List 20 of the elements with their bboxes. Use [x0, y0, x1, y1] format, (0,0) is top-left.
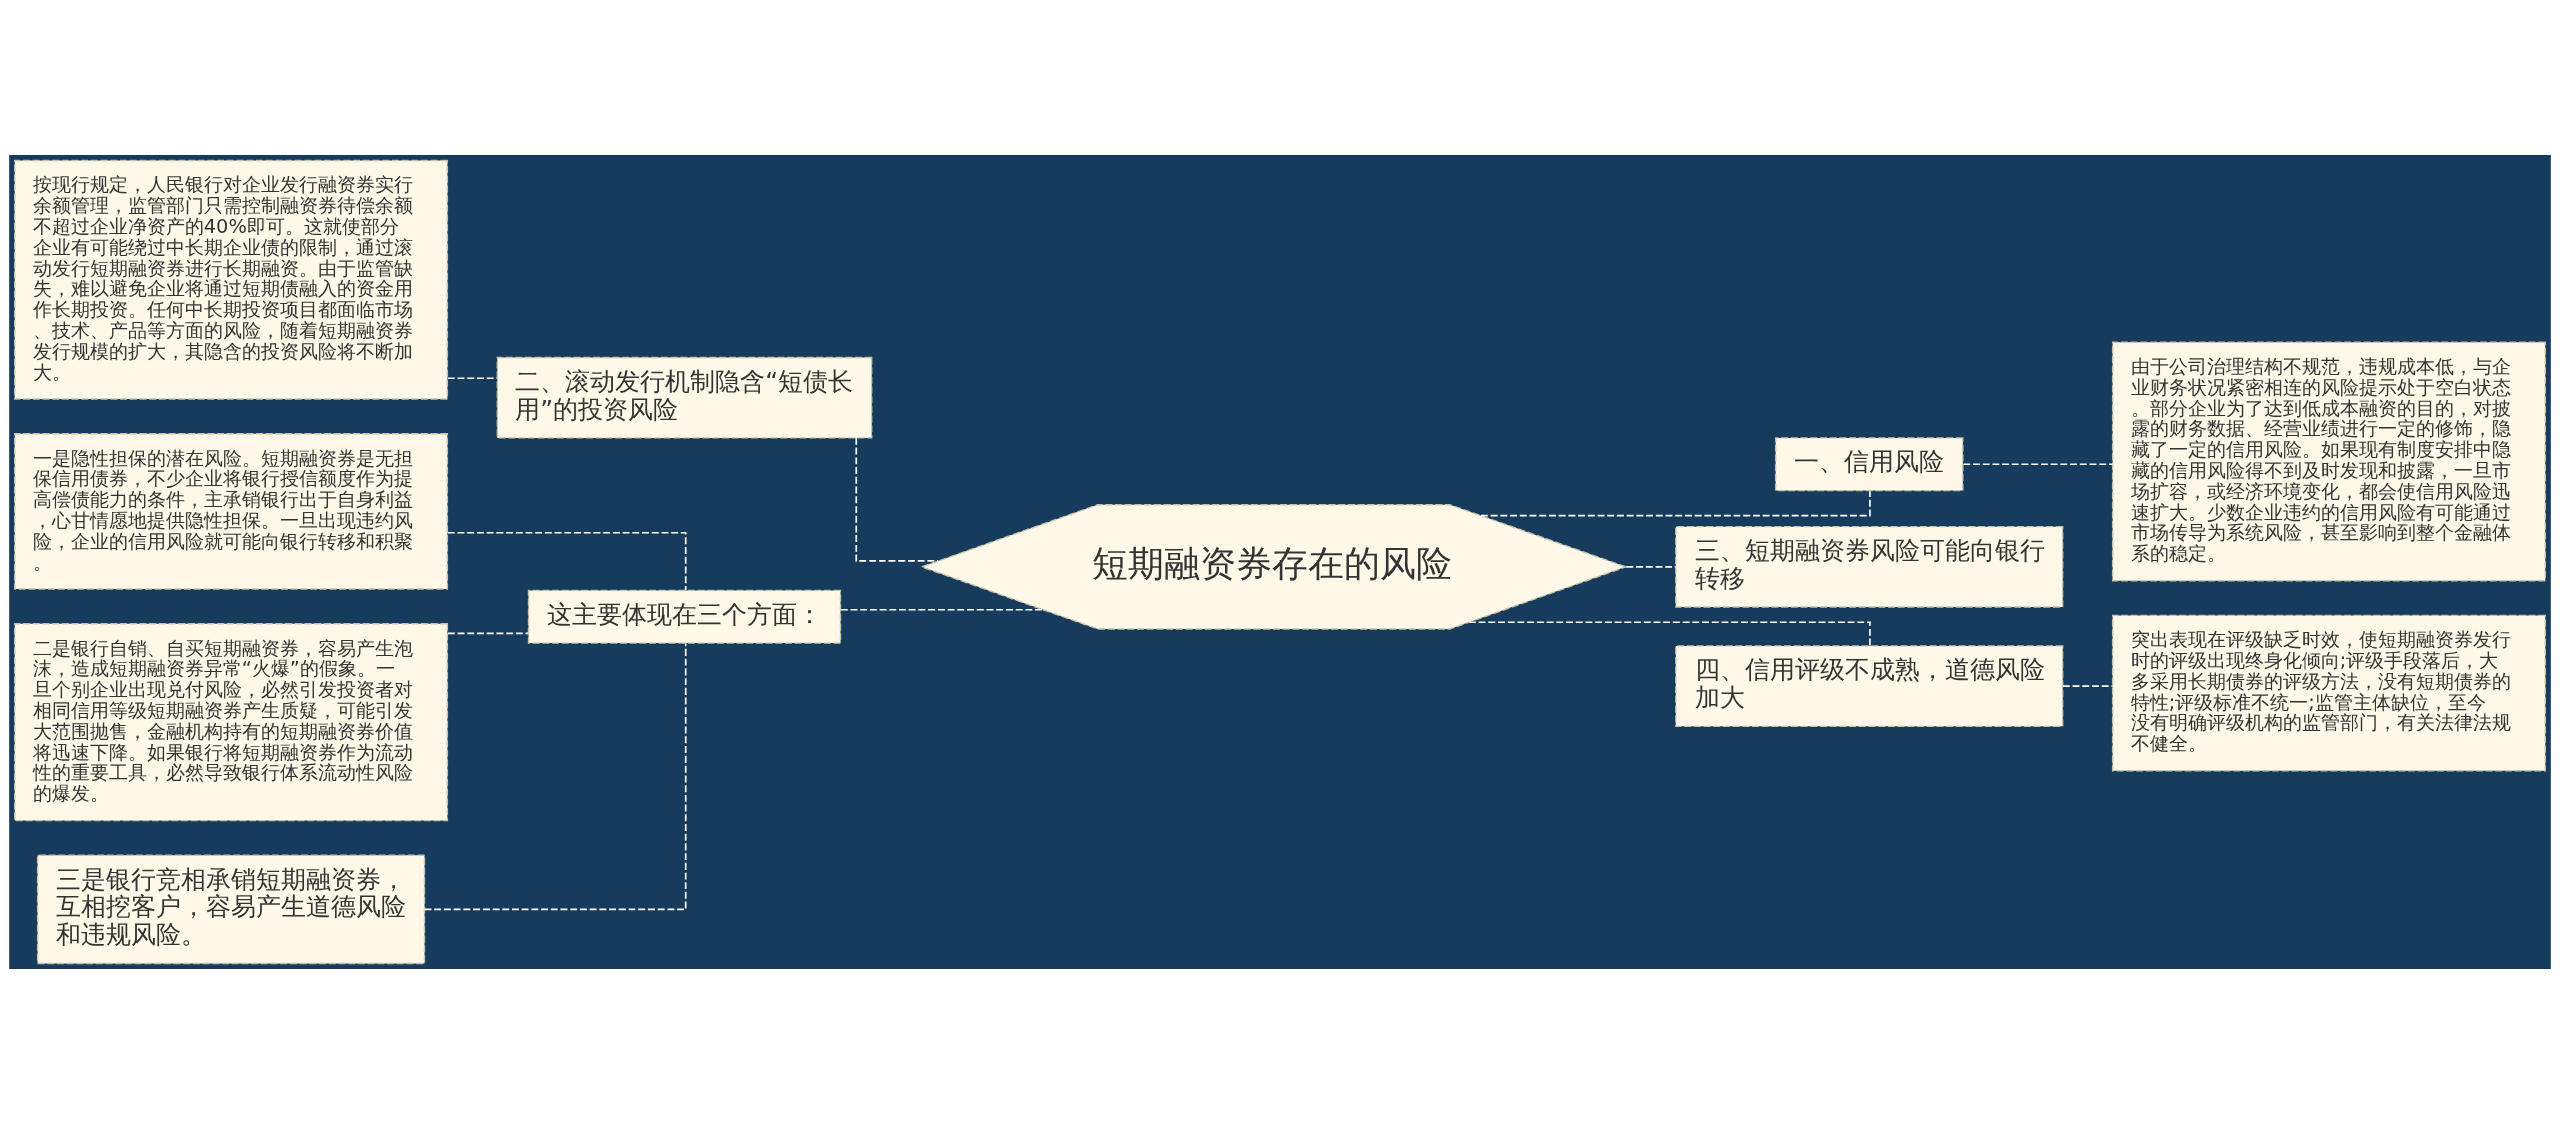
- connector: [840, 608, 1044, 611]
- node-box: 一是隐性担保的潜在风险。短期融资券是无担保信用债券，不少企业将银行授信额度作为提高偿债能力的条件，主承销银行出于自身利益，心甘情愿地提供隐性担保。一旦出现违约风险，企业的信用风险就可能向银行转移和积聚。: [14, 433, 449, 590]
- node-box: 三是银行竞相承销短期融资券，互相挖客户，容易产生道德风险和违规风险。: [36, 854, 426, 965]
- node-box: 由于公司治理结构不规范，违规成本低，与企业财务状况紧密相连的风险提示处于空白状态。部分企业为了达到低成本融资的目的，对披露的财务数据、经营业绩进行一定的修饰，隐藏了一定的信用风险。如果现有制度安排中隐藏的信用风险得不到及时发现和披露，一旦市场扩容，或经济环境变化，都会使信用风险迅速扩大。少数企业违约的信用风险有可能通过市场传导为系统风险，甚至影响到整个金融体系的稳定。: [2111, 341, 2546, 582]
- connector: [446, 531, 687, 591]
- connector: [855, 437, 940, 562]
- node-box: 按现行规定，人民银行对企业发行融资券实行余额管理，监管部门只需控制融资券待偿余额不超过企业净资产的40%即可。这就使部分企业有可能绕过中长期企业债的限制，通过滚动发行短期融资券进行长期融资。由于监管缺失，难以避免企业将通过短期债融入的资金用作长期投资。任何中长期投资项目都面临市场、技术、产品等方面的风险，随着短期融资券发行规模的扩大，其隐含的投资风险将不断加大。: [14, 159, 449, 400]
- node-box: 这主要体现在三个方面：: [527, 589, 842, 644]
- node-box: 一、信用风险: [1774, 437, 1964, 492]
- connector: [1625, 566, 1677, 568]
- connector: [423, 642, 687, 911]
- node-box: 三、短期融资券风险可能向银行转移: [1675, 525, 2064, 608]
- connector: [447, 632, 529, 635]
- node-box: 四、信用评级不成熟，道德风险加大: [1675, 645, 2064, 728]
- node-box: 二是银行自销、自买短期融资券，容易产生泡沫，造成短期融资券异常“火爆”的假象。一旦个别企业出现兑付风险，必然引发投资者对相同信用等级短期融资券产生质疑，可能引发大范围抛售，金融机构持有的短期融资券价值将迅速下降。如果银行将短期融资券作为流动性的重要工具，必然导致银行体系流动性风险的爆发。: [14, 623, 449, 822]
- connector: [2062, 685, 2114, 687]
- node-box: 突出表现在评级缺乏时效，使短期融资券发行时的评级出现终身化倾向;评级手段落后，大多采用长期债券的评级方法，没有短期债券的特性;评级标准不统一;监管主体缺位，至今没有明确评级机构的监管部门，有关法律法规不健全。: [2111, 614, 2546, 772]
- connector: [447, 377, 498, 380]
- node-box: 二、滚动发行机制隐含“短债长用”的投资风险: [496, 356, 873, 439]
- connector: [1962, 463, 2114, 466]
